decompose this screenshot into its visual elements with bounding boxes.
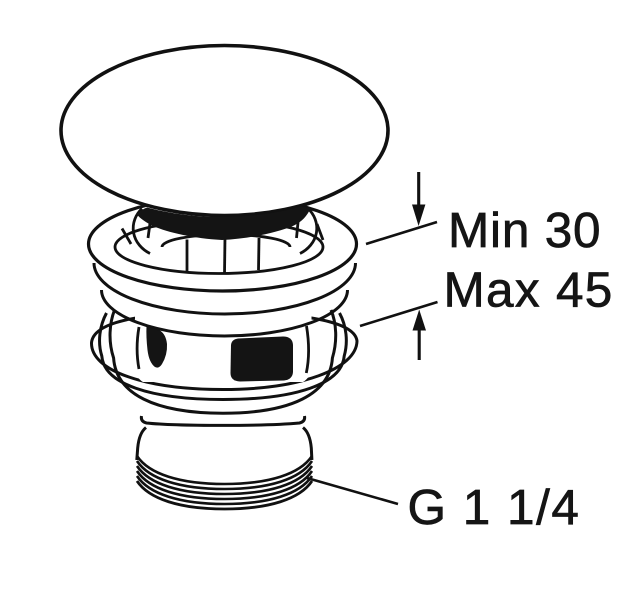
svg-text:Max 45: Max 45 bbox=[444, 263, 614, 318]
svg-text:G 1 1/4: G 1 1/4 bbox=[408, 480, 581, 535]
svg-text:Min 30: Min 30 bbox=[448, 203, 601, 258]
